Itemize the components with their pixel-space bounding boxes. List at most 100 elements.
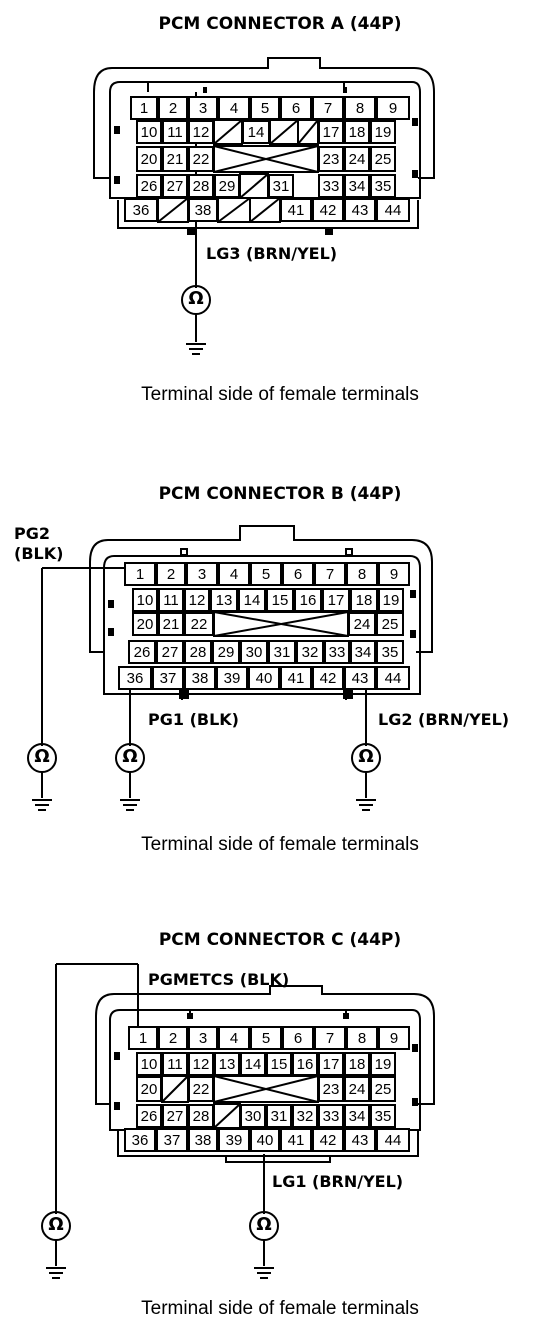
terminal-c-15: 15 [266, 1052, 292, 1076]
terminal-b-32: 32 [296, 640, 324, 664]
terminal-a-41: 41 [280, 198, 312, 222]
terminal-b-21: 21 [158, 612, 184, 636]
connector-c-locks [114, 1044, 418, 1110]
terminal-b-39: 39 [216, 666, 248, 690]
terminal-a-22: 22 [188, 146, 214, 172]
terminal-b-35: 35 [376, 640, 404, 664]
terminal-c-39: 39 [218, 1128, 250, 1152]
terminal-a-8: 8 [344, 96, 376, 120]
connector-b-wire-pg2 [28, 568, 128, 810]
wire-label-pg2: PG2 [14, 524, 50, 543]
terminal-c-11: 11 [162, 1052, 188, 1076]
connector-b-caption: Terminal side of female terminals [141, 834, 419, 855]
terminal-c-44: 44 [376, 1128, 410, 1152]
terminal-a-20: 20 [136, 146, 162, 172]
terminal-b-31: 31 [268, 640, 296, 664]
ohmmeter-icon: Ω [188, 288, 204, 309]
terminal-b-22: 22 [184, 612, 214, 636]
terminal-b-13: 13 [210, 588, 238, 612]
terminal-b-16: 16 [294, 588, 322, 612]
terminal-b-17: 17 [322, 588, 350, 612]
wire-label-pgmetcs: PGMETCS (BLK) [148, 970, 290, 989]
terminal-b-37: 37 [152, 666, 184, 690]
terminal-c-5: 5 [250, 1026, 282, 1050]
terminal-c-22: 22 [188, 1076, 214, 1102]
terminal-c-36: 36 [124, 1128, 156, 1152]
connector-c-blank-cells [162, 1076, 318, 1128]
terminal-b-24: 24 [348, 612, 376, 636]
terminal-a-36: 36 [124, 198, 158, 222]
terminal-b-29: 29 [212, 640, 240, 664]
terminal-c-17: 17 [318, 1052, 344, 1076]
terminal-c-28: 28 [188, 1104, 214, 1128]
connector-a-caption: Terminal side of female terminals [141, 384, 419, 405]
terminal-b-1: 1 [124, 562, 156, 586]
terminal-b-38: 38 [184, 666, 216, 690]
terminal-c-25: 25 [370, 1076, 396, 1102]
terminal-c-6: 6 [282, 1026, 314, 1050]
terminal-c-37: 37 [156, 1128, 188, 1152]
terminal-a-18: 18 [344, 120, 370, 144]
terminal-a-44: 44 [376, 198, 410, 222]
terminal-c-23: 23 [318, 1076, 344, 1102]
terminal-a-7: 7 [312, 96, 344, 120]
terminal-b-42: 42 [312, 666, 344, 690]
terminal-c-34: 34 [344, 1104, 370, 1128]
connector-c-wire-pgmetcs [42, 964, 138, 1278]
connector-c-housing [96, 986, 434, 1162]
terminal-c-9: 9 [378, 1026, 410, 1050]
terminal-c-32: 32 [292, 1104, 318, 1128]
terminal-c-26: 26 [136, 1104, 162, 1128]
terminal-b-26: 26 [128, 640, 156, 664]
connector-c-title: PCM CONNECTOR C (44P) [158, 930, 402, 950]
terminal-a-28: 28 [188, 174, 214, 198]
terminal-a-17: 17 [318, 120, 344, 144]
ohmmeter-icon: Ω [48, 1214, 64, 1235]
terminal-b-18: 18 [350, 588, 378, 612]
ohmmeter-icon: Ω [122, 746, 138, 767]
terminal-a-14: 14 [242, 120, 270, 144]
terminal-a-24: 24 [344, 146, 370, 172]
terminal-c-43: 43 [344, 1128, 376, 1152]
ohmmeter-icon: Ω [358, 746, 374, 767]
terminal-c-10: 10 [136, 1052, 162, 1076]
wire-label-lg3: LG3 (BRN/YEL) [206, 244, 338, 263]
terminal-a-12: 12 [188, 120, 214, 144]
terminal-a-10: 10 [136, 120, 162, 144]
terminal-b-44: 44 [376, 666, 410, 690]
connector-b-blank-cells [214, 612, 348, 636]
terminal-c-1: 1 [128, 1026, 158, 1050]
terminal-c-20: 20 [136, 1076, 162, 1102]
terminal-b-27: 27 [156, 640, 184, 664]
terminal-c-35: 35 [370, 1104, 396, 1128]
connector-a-blank-cells [158, 120, 318, 222]
terminal-c-27: 27 [162, 1104, 188, 1128]
connector-b-title: PCM CONNECTOR B (44P) [158, 484, 402, 504]
connector-a-housing [94, 58, 434, 234]
connector-c-wire-lg1 [250, 1154, 278, 1278]
terminal-c-8: 8 [346, 1026, 378, 1050]
terminal-a-21: 21 [162, 146, 188, 172]
terminal-c-30: 30 [240, 1104, 266, 1128]
terminal-b-36: 36 [118, 666, 152, 690]
wire-label-pg2-color: (BLK) [14, 544, 64, 563]
terminal-a-43: 43 [344, 198, 376, 222]
terminal-c-31: 31 [266, 1104, 292, 1128]
terminal-a-5: 5 [250, 96, 280, 120]
terminal-a-25: 25 [370, 146, 396, 172]
terminal-a-3: 3 [188, 96, 218, 120]
terminal-b-10: 10 [132, 588, 158, 612]
terminal-b-11: 11 [158, 588, 184, 612]
ohmmeter-icon: Ω [256, 1214, 272, 1235]
terminal-c-38: 38 [188, 1128, 218, 1152]
terminal-b-19: 19 [378, 588, 404, 612]
terminal-c-19: 19 [370, 1052, 396, 1076]
terminal-a-6: 6 [280, 96, 312, 120]
terminal-b-14: 14 [238, 588, 266, 612]
terminal-b-9: 9 [378, 562, 410, 586]
terminal-c-41: 41 [280, 1128, 312, 1152]
terminal-b-15: 15 [266, 588, 294, 612]
terminal-a-29: 29 [214, 174, 240, 198]
